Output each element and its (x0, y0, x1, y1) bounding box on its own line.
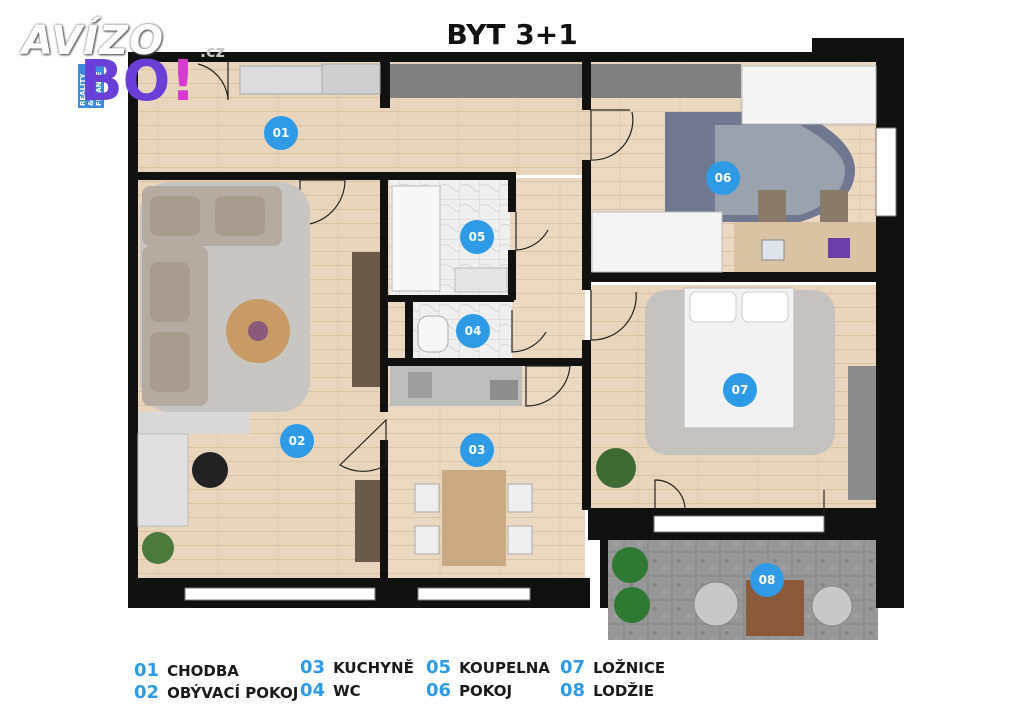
legend-item-01: 01 CHODBA (134, 660, 239, 681)
legend-label: LOŽNICE (593, 659, 666, 677)
room-badge-08: 08 (750, 563, 784, 597)
legend-label: WC (333, 682, 361, 700)
legend-num: 01 (134, 660, 160, 681)
legend-num: 07 (560, 657, 586, 678)
legend-item-07: 07 LOŽNICE (560, 657, 665, 678)
legend-num: 04 (300, 680, 326, 701)
room-badge-07: 07 (723, 373, 757, 407)
legend-label: KOUPELNA (459, 659, 550, 677)
legend-item-02: 02 OBÝVACÍ POKOJ (134, 682, 298, 703)
logo-word: AVÍZO (22, 18, 165, 64)
logo-mark-bang: ! (170, 49, 196, 114)
room-badge-02: 02 (280, 424, 314, 458)
legend-item-08: 08 LODŽIE (560, 680, 654, 701)
room-badge-01: 01 (264, 116, 298, 150)
legend-num: 06 (426, 680, 452, 701)
logo-domain: .cz (200, 42, 225, 61)
room-badge-06: 06 (706, 161, 740, 195)
legend-item-03: 03 KUCHYNĚ (300, 657, 414, 678)
legend-item-05: 05 KOUPELNA (426, 657, 550, 678)
room-badge-05: 05 (460, 220, 494, 254)
room-badge-04: 04 (456, 314, 490, 348)
plan-title: BYT 3+1 (446, 18, 578, 51)
avizo-bo-logo: AVÍZO .cz REALITY & FINANCE BO! (22, 18, 242, 110)
legend-item-06: 06 POKOJ (426, 680, 512, 701)
legend-label: POKOJ (459, 682, 513, 700)
legend-label: OBÝVACÍ POKOJ (167, 684, 299, 702)
legend-item-04: 04 WC (300, 680, 361, 701)
logo-mark-letters: BO (80, 49, 171, 114)
legend-label: LODŽIE (593, 682, 654, 700)
legend-num: 08 (560, 680, 586, 701)
legend-num: 05 (426, 657, 452, 678)
legend-label: KUCHYNĚ (333, 659, 414, 677)
legend-label: CHODBA (167, 662, 239, 680)
legend-num: 02 (134, 682, 160, 703)
logo-mark: BO! (80, 54, 196, 110)
legend-num: 03 (300, 657, 326, 678)
room-badge-03: 03 (460, 433, 494, 467)
